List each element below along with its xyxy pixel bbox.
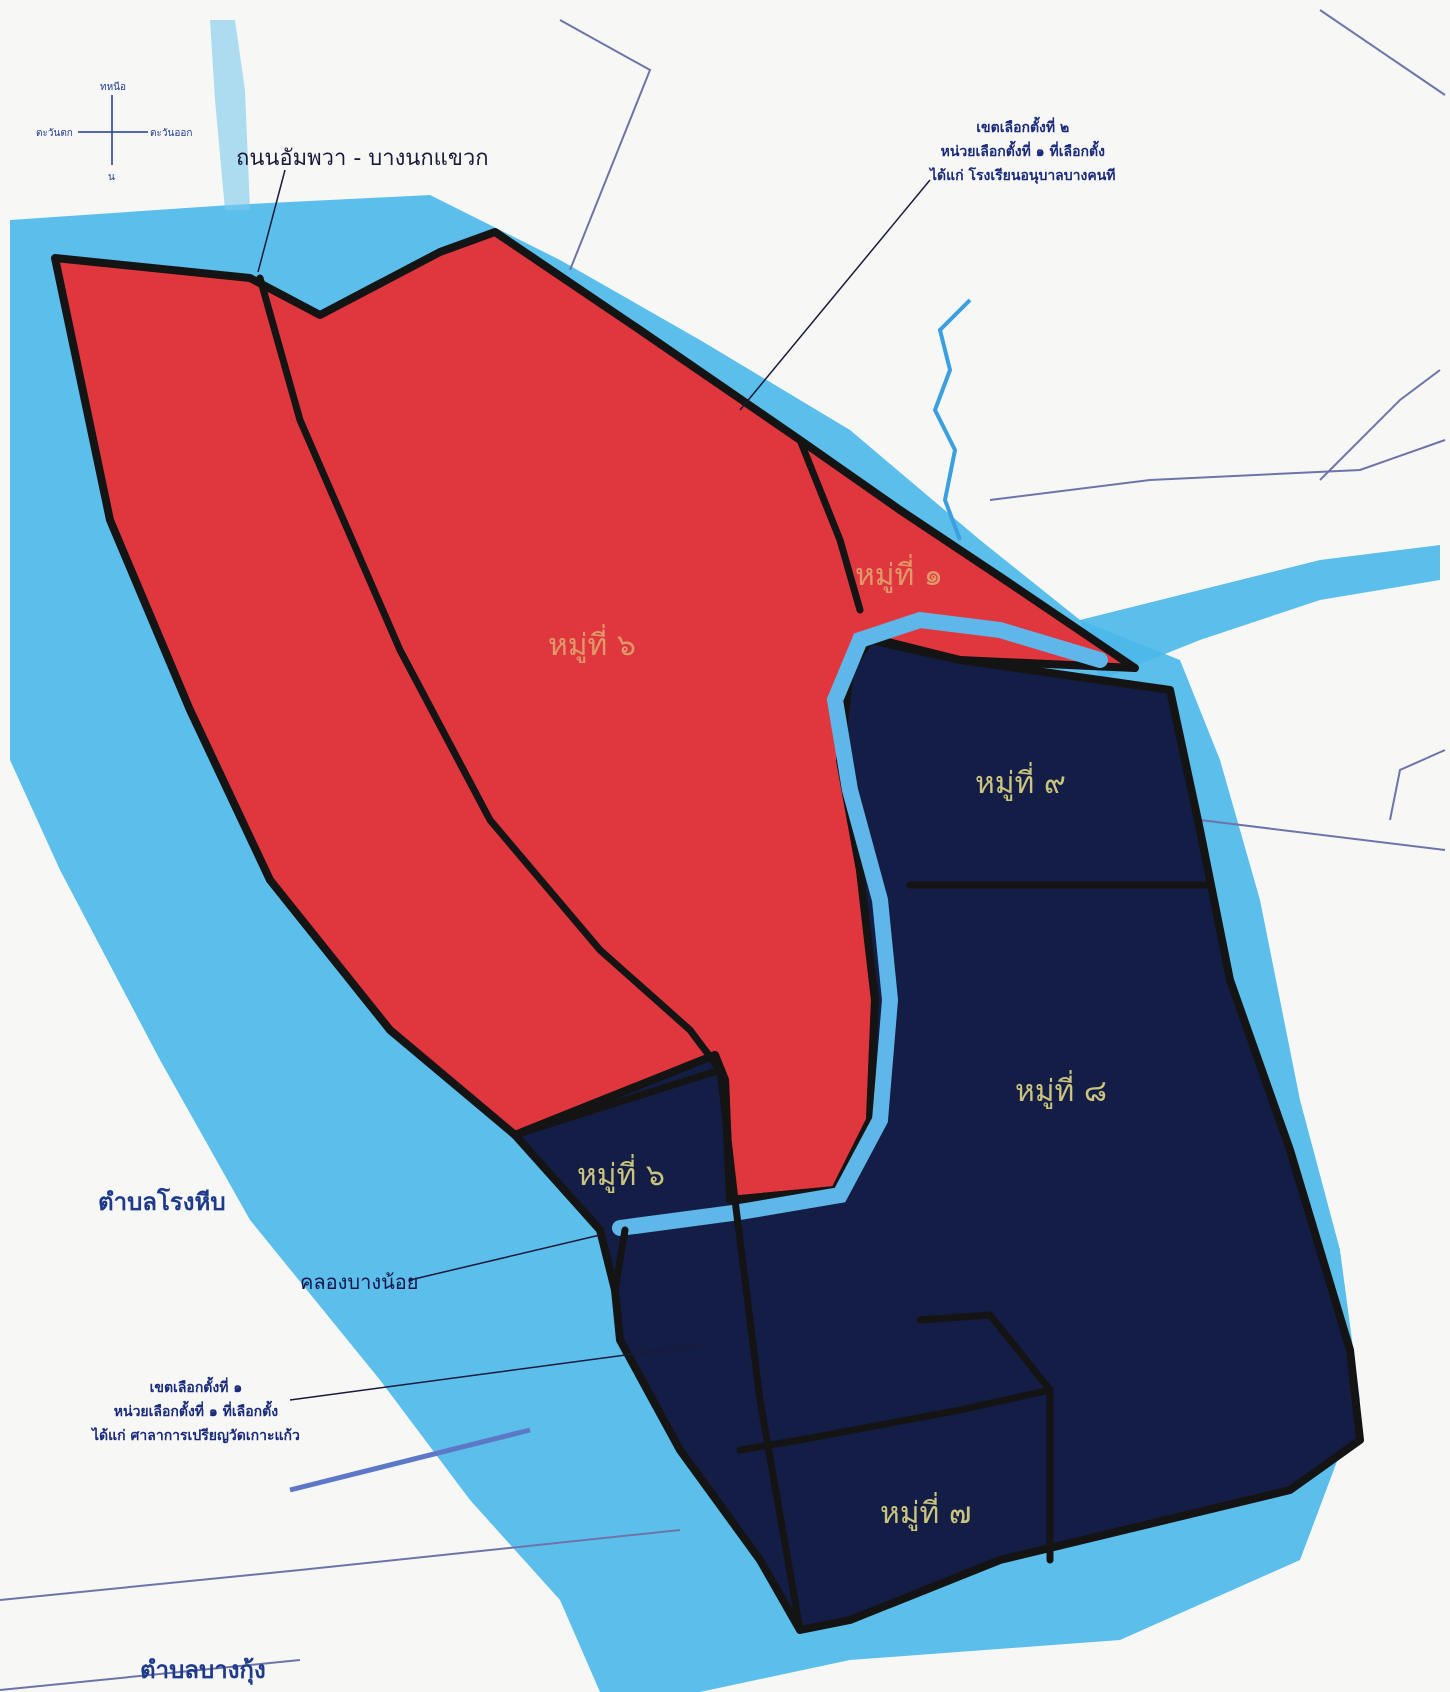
village-label-6-south: หมู่ที่ ๖ — [577, 1158, 665, 1193]
compass-east-label: ตะวันออก — [150, 128, 193, 139]
village-label-8: หมู่ที่ ๘ — [1015, 1074, 1108, 1109]
tambon-south-label: ตำบลบางกุ้ง — [140, 1655, 266, 1684]
district-2-note-line3: ได้แก่ โรงเรียนอนุบาลบางคนที — [930, 168, 1116, 184]
compass-rose-icon — [78, 95, 148, 165]
pointer-lines — [257, 169, 931, 1401]
village-label-6-north: หมู่ที่ ๖ — [548, 628, 636, 663]
district-2-note-line2: หน่วยเลือกตั้งที่ ๑ ที่เลือกตั้ง — [940, 144, 1105, 160]
village-label-1: หมู่ที่ ๑ — [855, 558, 943, 593]
canal-label: คลองบางน้อย — [300, 1270, 419, 1294]
compass-south-label: น — [108, 172, 115, 183]
tambon-west-label: ตำบลโรงหีบ — [98, 1187, 226, 1216]
district-2-note-line1: เขตเลือกตั้งที่ ๒ — [976, 120, 1070, 136]
canal-line — [289, 1427, 531, 1493]
compass-north-label: ทหนือ — [100, 82, 127, 93]
river-branch-east — [1080, 545, 1440, 680]
inner-canal — [612, 611, 1108, 1236]
stream-north — [932, 298, 972, 541]
village-label-9: หมู่ที่ ๙ — [975, 766, 1066, 801]
river-branch-north — [210, 20, 250, 210]
background-lines — [0, 9, 1446, 1691]
district-2-note: เขตเลือกตั้งที่ ๒ หน่วยเลือกตั้งที่ ๑ ที… — [930, 116, 1116, 188]
district-1-note: เขตเลือกตั้งที่ ๑ หน่วยเลือกตั้งที่ ๑ ที… — [92, 1376, 300, 1448]
village-label-7: หมู่ที่ ๗ — [880, 1496, 972, 1531]
village-boundaries — [256, 274, 1209, 1634]
road-label: ถนนอัมพวา - บางนกแขวก — [236, 146, 489, 171]
district-1-note-line3: ได้แก่ ศาลาการเปรียญวัดเกาะแก้ว — [92, 1428, 300, 1444]
district-1-note-line1: เขตเลือกตั้งที่ ๑ — [149, 1380, 243, 1396]
compass-west-label: ตะวันตก — [36, 128, 73, 139]
district-1-note-line2: หน่วยเลือกตั้งที่ ๑ ที่เลือกตั้ง — [113, 1404, 279, 1420]
